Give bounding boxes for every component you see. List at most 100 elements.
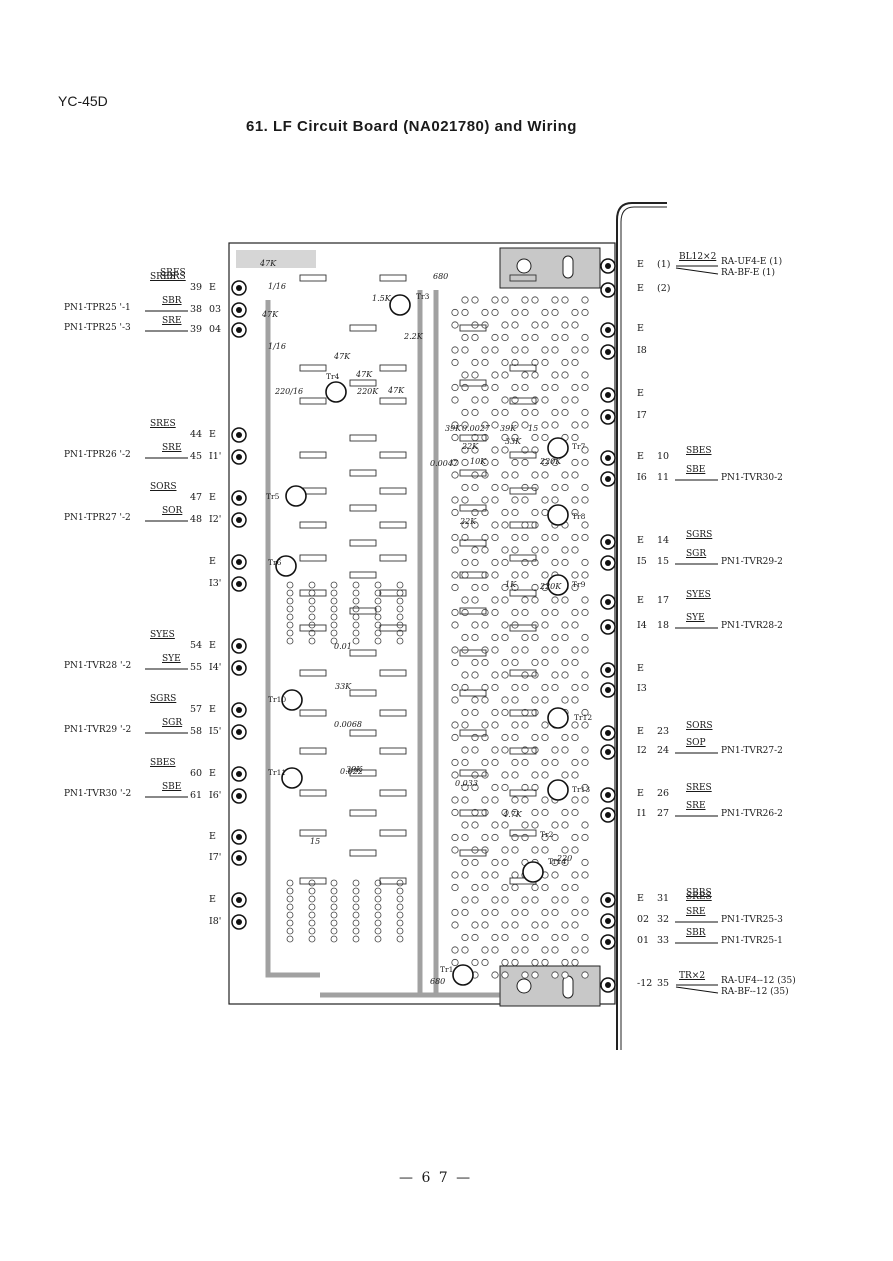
wire-number: 61 xyxy=(190,790,203,801)
terminal-label: I3 xyxy=(637,683,647,694)
wire-number: 27 xyxy=(657,808,670,819)
signal-name-2: SBRS xyxy=(160,272,186,282)
left-wires xyxy=(145,310,188,798)
wire-number: 44 xyxy=(190,429,203,440)
transistor-label: Tr3 xyxy=(416,292,430,301)
component-label: 22K xyxy=(462,442,479,451)
ground-traces xyxy=(265,290,500,998)
transistor-0 xyxy=(389,294,411,316)
destination-pin: PN1-TVR30 '-2 xyxy=(64,789,132,799)
wire-number: 47 xyxy=(190,492,203,503)
board-outline xyxy=(228,242,616,1005)
transistor-10 xyxy=(547,779,569,801)
destination-pin: PN1-TVR30-2 xyxy=(721,473,783,483)
component-label: 39K xyxy=(445,424,462,433)
component-label: 680 xyxy=(430,977,446,986)
component-label: 220K xyxy=(357,387,379,396)
destination-pin: PN1-TVR29-2 xyxy=(721,557,783,567)
terminal-label: I6 xyxy=(637,472,647,483)
terminal-label: E xyxy=(209,768,216,779)
component-label: 1K xyxy=(505,580,517,589)
terminal-label: 03 xyxy=(209,304,222,315)
destination-pin: PN1-TVR28 '-2 xyxy=(64,661,132,671)
destination-pin: PN1-TPR26 '-2 xyxy=(64,450,131,460)
terminal-label: 04 xyxy=(209,324,222,335)
signal-name: SRES xyxy=(686,783,712,793)
wire-number: 11 xyxy=(657,472,670,483)
destination-pin: PN1-TVR25-3 xyxy=(721,915,783,925)
component-label: 0.0068 xyxy=(334,720,362,729)
wire-number: 39 xyxy=(190,324,203,335)
wire-number: 14 xyxy=(657,535,670,546)
terminal-label: E xyxy=(637,663,644,674)
signal-name: SYE xyxy=(162,654,181,664)
terminal-label: I6' xyxy=(209,790,222,801)
component-label: 4.7K xyxy=(503,810,522,819)
component-label: 0.0027 xyxy=(462,424,490,433)
wire-number: 35 xyxy=(657,978,670,989)
signal-name: SRE xyxy=(162,443,182,453)
wire-number: 48 xyxy=(190,514,203,525)
terminal-label: E xyxy=(637,388,644,399)
destination-1: RA-UF4-E (1) xyxy=(721,257,783,267)
signal-name: SOR xyxy=(162,506,183,516)
signal-name-2: SRES xyxy=(686,892,712,902)
page-number: — 6 7 — xyxy=(399,1170,473,1186)
wire-number: 60 xyxy=(190,768,203,779)
terminal-label: I7' xyxy=(209,852,222,863)
component-label: 1.5K xyxy=(372,294,391,303)
wire-number: 54 xyxy=(190,640,203,651)
terminal-label: I8' xyxy=(209,916,222,927)
transistor-label: Tr5 xyxy=(266,492,280,501)
component-label: 33K xyxy=(335,682,352,691)
signal-name: SRE xyxy=(686,907,706,917)
wire-number: 38 xyxy=(190,304,203,315)
transistor-label: Tr8 xyxy=(572,512,586,521)
signal-name: SBE xyxy=(162,782,182,792)
destination-pin: PN1-TPR25 '-1 xyxy=(64,303,131,313)
transistor-label: Tr1 xyxy=(440,965,454,974)
transistor-label: Tr4 xyxy=(326,372,340,381)
component-label: 33K xyxy=(505,437,522,446)
terminal-label: I4 xyxy=(637,620,647,631)
signal-name: SYE xyxy=(686,613,705,623)
transistor-8 xyxy=(281,767,303,789)
wire-number: 31 xyxy=(657,893,670,904)
wire-number: 10 xyxy=(657,451,670,462)
terminal-label: E xyxy=(637,451,644,462)
component-label: 22K xyxy=(460,517,477,526)
transistor-2 xyxy=(285,485,307,507)
transistor-label: Tr13 xyxy=(572,785,591,794)
right-wires xyxy=(675,265,719,994)
signal-name: SGR xyxy=(162,718,183,728)
terminal-label: -12 xyxy=(637,978,653,989)
wire-number: 24 xyxy=(657,745,670,756)
signal-name: SORS xyxy=(686,721,713,731)
component-label: 0.033 xyxy=(455,779,478,788)
page-title: 61. LF Circuit Board (NA021780) and Wiri… xyxy=(246,118,577,135)
destination-pin: PN1-TPR25 '-3 xyxy=(64,323,131,333)
signal-name: SRES xyxy=(150,419,176,429)
terminal-label: E xyxy=(209,894,216,905)
terminal-label: E xyxy=(637,595,644,606)
transistor-label: Tr10 xyxy=(268,695,287,704)
component-label: 220K xyxy=(540,457,562,466)
destination-pin: PN1-TVR25-1 xyxy=(721,936,783,946)
components xyxy=(299,274,537,885)
terminal-label: I1' xyxy=(209,451,222,462)
component-label: 10K xyxy=(470,457,487,466)
transistor-1 xyxy=(325,381,347,403)
signal-name: SGRS xyxy=(686,530,713,540)
component-label: 47K xyxy=(334,352,351,361)
terminal-label: I8 xyxy=(637,345,647,356)
terminal-label: E xyxy=(209,429,216,440)
terminal-label: E xyxy=(209,282,216,293)
terminal-label: E xyxy=(637,726,644,737)
wire-number: (1) xyxy=(657,259,671,270)
pad-grid xyxy=(286,296,589,979)
signal-name: SBES xyxy=(150,758,176,768)
signal-name: BL12×2 xyxy=(679,252,717,262)
transistors xyxy=(275,294,569,986)
wire-number: 17 xyxy=(657,595,670,606)
signal-name: SBR xyxy=(162,296,182,306)
